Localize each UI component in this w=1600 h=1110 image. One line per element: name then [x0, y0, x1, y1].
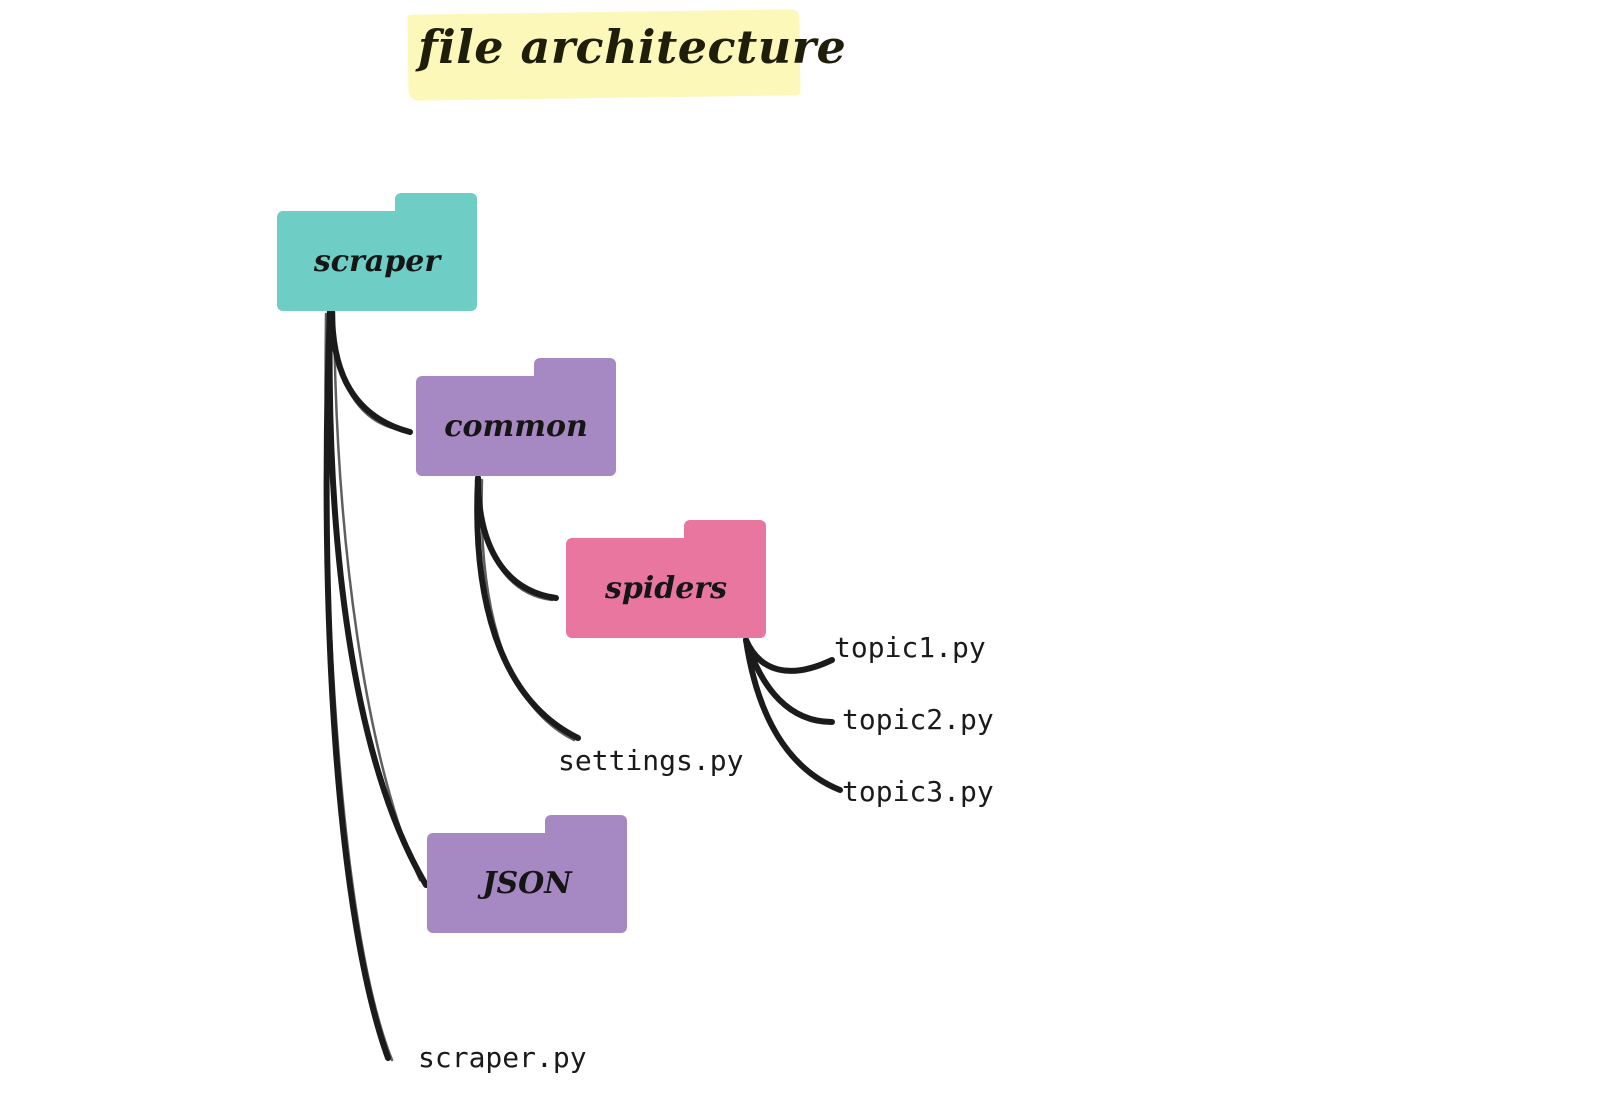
connector-scraper-common: [329, 307, 413, 435]
connector-common-settings-2: [480, 478, 576, 742]
folder-body: common: [416, 376, 616, 476]
file-settings[interactable]: settings.py: [558, 744, 744, 777]
folder-scraper[interactable]: scraper: [277, 193, 477, 311]
folder-label-common: common: [444, 408, 588, 444]
folder-spiders[interactable]: spiders: [566, 520, 766, 638]
folder-label-scraper: scraper: [313, 243, 441, 279]
connector-common-spiders: [475, 475, 559, 601]
file-scraper-py[interactable]: scraper.py: [418, 1041, 587, 1074]
folder-body: spiders: [566, 538, 766, 638]
file-topic3[interactable]: topic3.py: [842, 775, 994, 808]
connector-common-settings: [474, 475, 581, 741]
folder-body: JSON: [427, 833, 627, 933]
connector-scraper-json: [326, 307, 429, 888]
connector-spiders-topic3: [743, 637, 843, 793]
connector-scraper-scraperpy-2: [324, 312, 394, 1062]
connector-scraper-json-2: [332, 310, 422, 882]
file-topic2[interactable]: topic2.py: [842, 703, 994, 736]
folder-label-spiders: spiders: [604, 570, 728, 606]
connector-spiders-topic2: [743, 637, 835, 725]
folder-json[interactable]: JSON: [427, 815, 627, 933]
folder-common[interactable]: common: [416, 358, 616, 476]
folder-body: scraper: [277, 211, 477, 311]
file-topic1[interactable]: topic1.py: [834, 631, 986, 664]
diagram-title: file architecture: [418, 20, 847, 74]
connector-scraper-common-2: [328, 310, 402, 432]
folder-label-json: JSON: [482, 865, 572, 901]
